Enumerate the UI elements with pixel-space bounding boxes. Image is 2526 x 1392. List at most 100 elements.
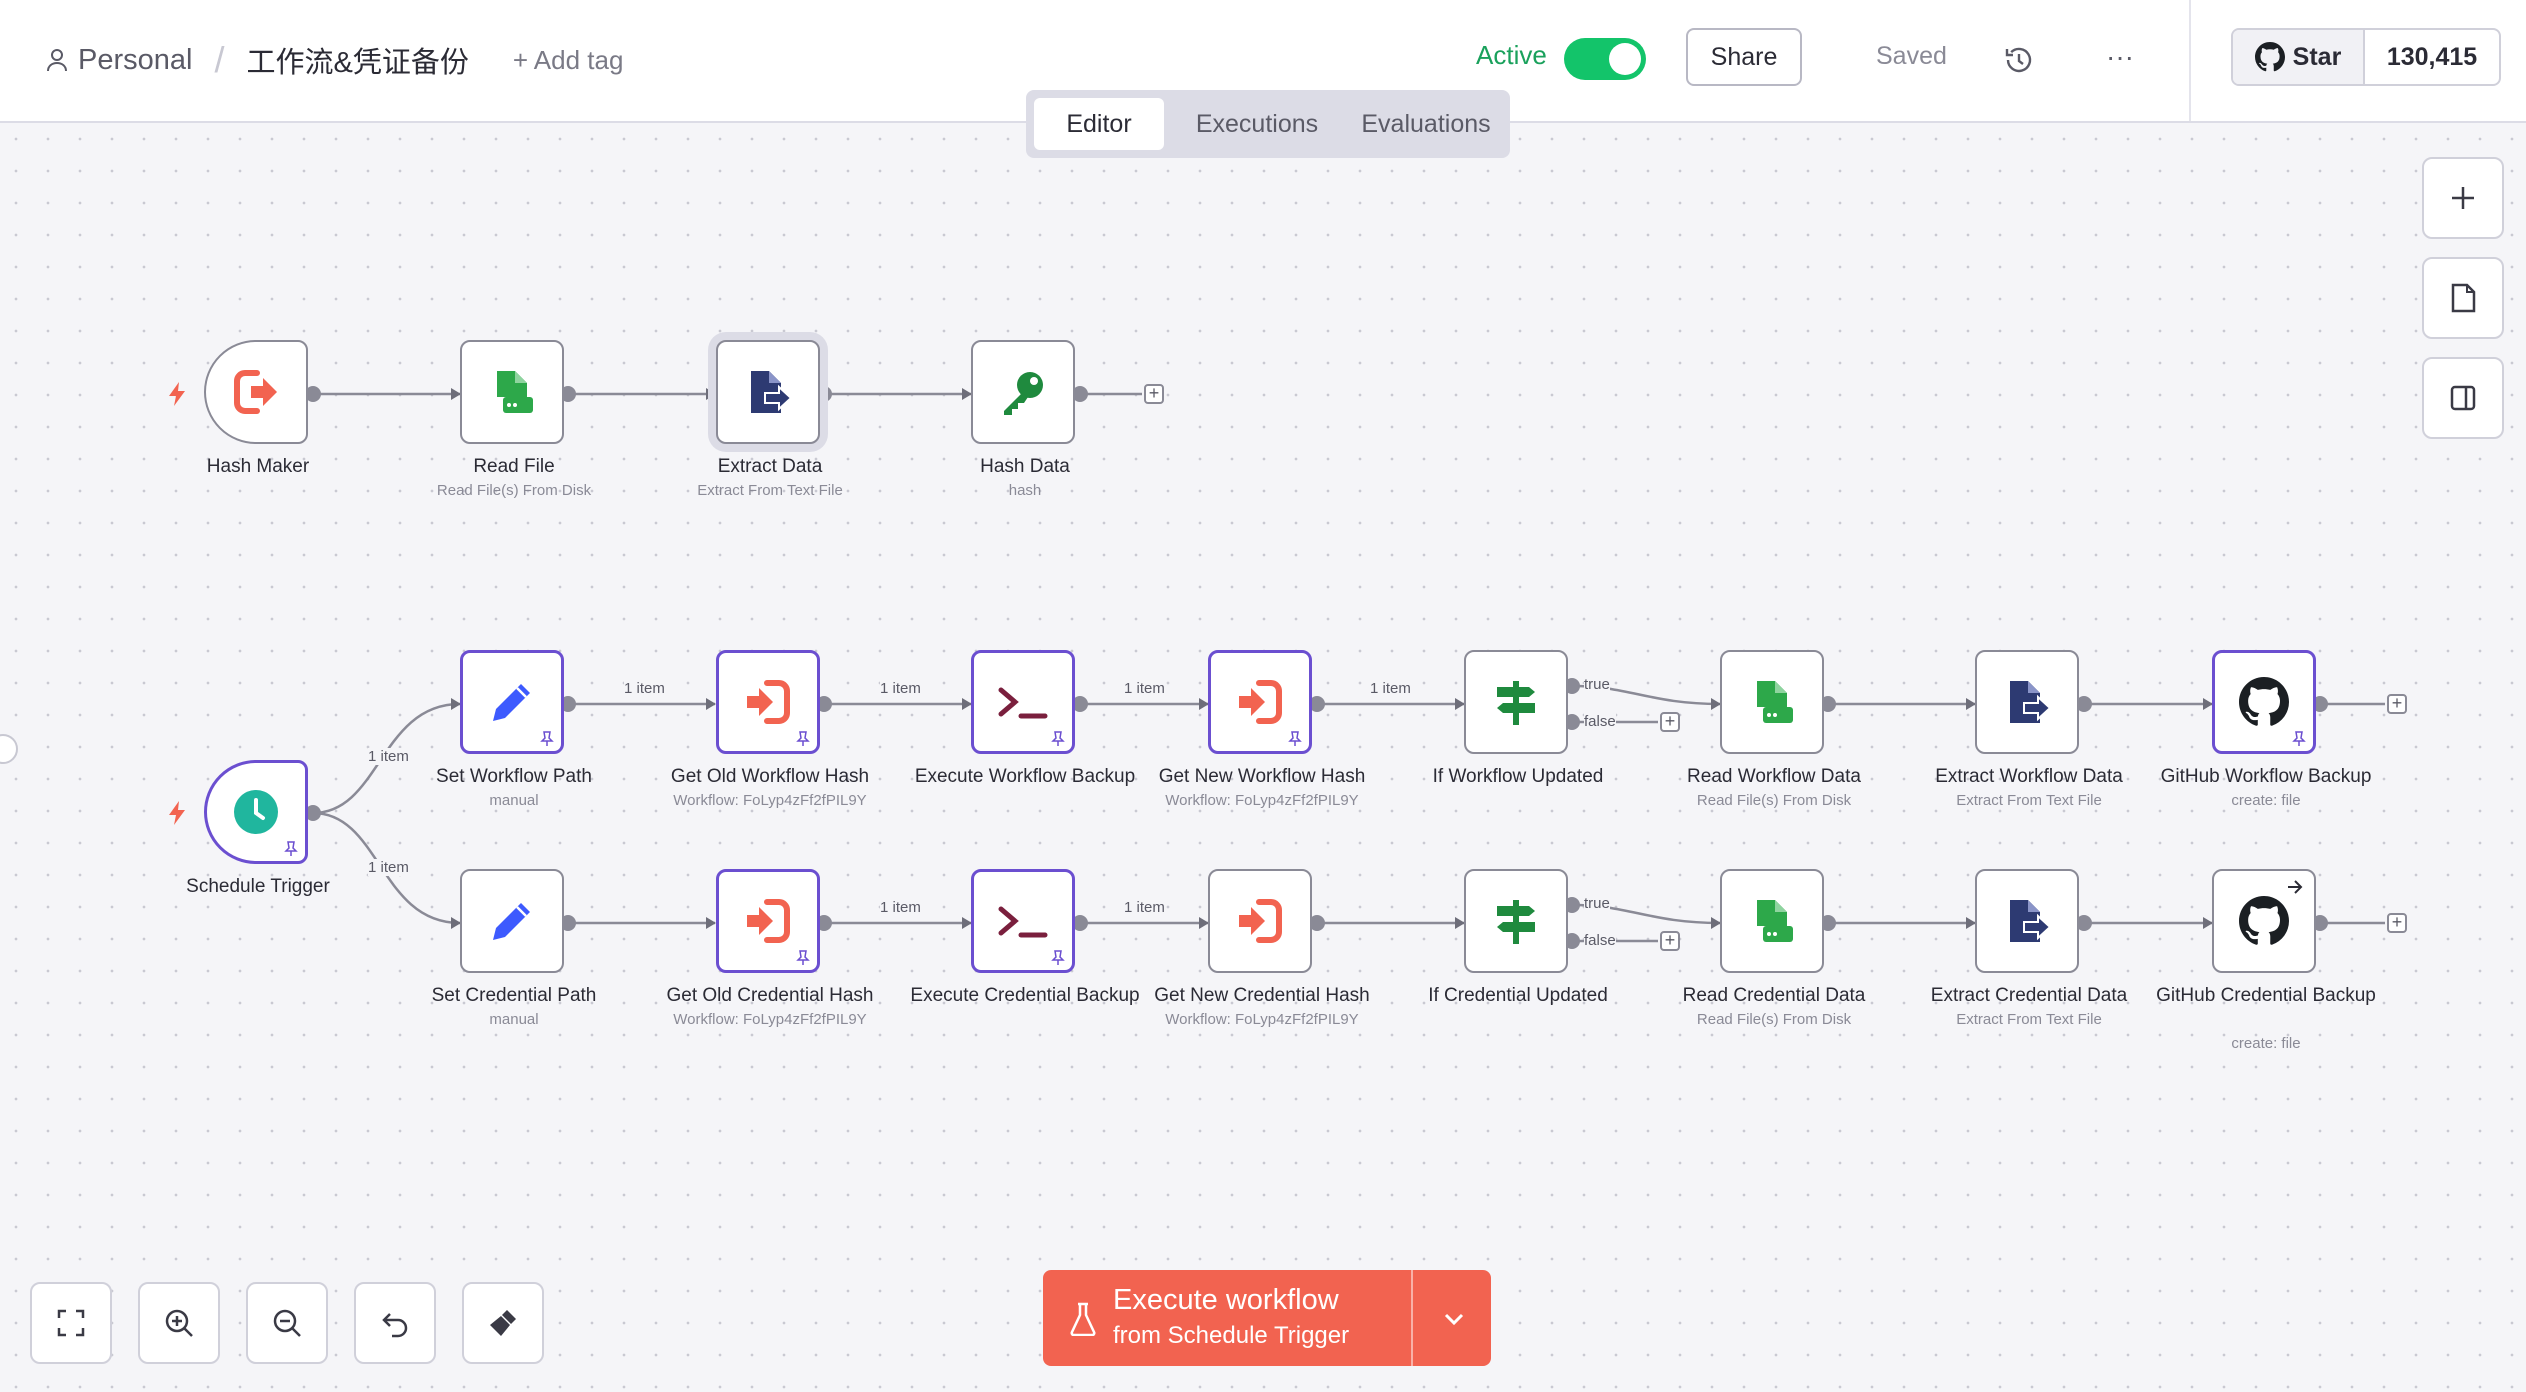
node-subtitle: Extract From Text File xyxy=(1956,1011,2102,1028)
pin-icon xyxy=(1051,731,1065,746)
tab-executions[interactable]: Executions xyxy=(1195,110,1319,138)
add-node-plus[interactable]: + xyxy=(1660,931,1680,951)
button-divider xyxy=(1411,1270,1413,1366)
star-label: Star xyxy=(2292,42,2342,71)
workflow-canvas[interactable] xyxy=(0,123,2526,1392)
breadcrumb-separator: / xyxy=(214,39,225,80)
node-read-workflow-data[interactable] xyxy=(1720,650,1824,754)
node-hash-data[interactable] xyxy=(971,340,1075,444)
node-github-credential-backup[interactable] xyxy=(2212,869,2316,973)
pin-icon xyxy=(284,841,298,856)
execute-workflow-icon xyxy=(747,680,790,724)
clear-execution-button[interactable] xyxy=(462,1282,544,1364)
node-read-file[interactable] xyxy=(460,340,564,444)
node-set-workflow-path[interactable] xyxy=(460,650,564,754)
node-label: Extract Credential Data xyxy=(1930,985,2128,1006)
node-subtitle: manual xyxy=(489,792,539,809)
edge-label: 1 item xyxy=(624,680,665,697)
node-extract-credential-data[interactable] xyxy=(1975,869,2079,973)
trigger-bolt-icon xyxy=(169,382,185,406)
node-label: GitHub Credential Backup xyxy=(2156,985,2376,1006)
execute-workflow-trigger-icon xyxy=(234,370,277,414)
edge-label: 1 item xyxy=(880,680,921,697)
node-execute-workflow-backup[interactable] xyxy=(971,650,1075,754)
zoom-in-icon xyxy=(165,1309,193,1337)
node-label: Get New Workflow Hash xyxy=(1158,766,1366,787)
share-button[interactable]: Share xyxy=(1686,28,1802,86)
node-if-workflow-updated[interactable] xyxy=(1464,650,1568,754)
edge-label: 1 item xyxy=(880,899,921,916)
node-execute-credential-backup[interactable] xyxy=(971,869,1075,973)
extract-file-icon xyxy=(2010,900,2052,942)
signpost-icon xyxy=(1497,900,1535,944)
github-icon xyxy=(2254,42,2285,72)
star-count: 130,415 xyxy=(2386,42,2478,71)
node-label: Read Credential Data xyxy=(1682,985,1866,1006)
node-schedule-trigger[interactable] xyxy=(204,760,308,864)
edge-label: 1 item xyxy=(1124,899,1165,916)
edge-label: 1 item xyxy=(368,748,409,765)
node-get-old-workflow-hash[interactable] xyxy=(716,650,820,754)
node-get-old-credential-hash[interactable] xyxy=(716,869,820,973)
pencil-icon xyxy=(493,903,530,940)
pin-icon xyxy=(2292,731,2306,746)
node-label: If Workflow Updated xyxy=(1432,766,1604,787)
node-subtitle: create: file xyxy=(2231,1035,2301,1052)
execute-workflow-button[interactable]: Execute workflow from Schedule Trigger xyxy=(1043,1270,1491,1366)
add-sticky-note-button[interactable] xyxy=(2422,257,2504,339)
fit-view-button[interactable] xyxy=(30,1282,112,1364)
node-subtitle: Read File(s) From Disk xyxy=(1696,792,1852,809)
node-hash-maker[interactable] xyxy=(204,340,308,444)
add-node-plus[interactable]: + xyxy=(1144,384,1164,404)
add-node-button[interactable] xyxy=(2422,157,2504,239)
node-extract-workflow-data[interactable] xyxy=(1975,650,2079,754)
node-label: Hash Data xyxy=(980,456,1070,477)
chevron-down-icon[interactable] xyxy=(1439,1304,1469,1334)
zoom-in-button[interactable] xyxy=(138,1282,220,1364)
node-github-workflow-backup[interactable] xyxy=(2212,650,2316,754)
node-subtitle: Workflow: FoLyp4zFf2fPIL9Y xyxy=(673,792,867,809)
add-node-plus[interactable]: + xyxy=(1660,712,1680,732)
node-label: Read Workflow Data xyxy=(1687,766,1861,787)
pencil-icon xyxy=(493,684,530,721)
toggle-panel-button[interactable] xyxy=(2422,357,2504,439)
node-subtitle: create: file xyxy=(2231,792,2301,809)
key-icon xyxy=(1004,372,1043,415)
node-label: Get Old Credential Hash xyxy=(666,985,874,1006)
add-tag-button[interactable]: + Add tag xyxy=(512,44,624,75)
node-get-new-workflow-hash[interactable] xyxy=(1208,650,1312,754)
node-label: Execute Workflow Backup xyxy=(914,766,1136,787)
add-node-plus[interactable]: + xyxy=(2387,694,2407,714)
tab-editor[interactable]: Editor xyxy=(1034,98,1164,150)
github-star-widget[interactable]: Star 130,415 xyxy=(2231,28,2501,86)
undo-button[interactable] xyxy=(354,1282,436,1364)
history-icon[interactable] xyxy=(1999,40,2039,80)
edge-label-true: true xyxy=(1584,676,1610,693)
more-options-icon[interactable]: ··· xyxy=(2106,41,2134,72)
node-get-new-credential-hash[interactable] xyxy=(1208,869,1312,973)
execute-workflow-icon xyxy=(1239,899,1282,943)
node-extract-data[interactable] xyxy=(716,340,820,444)
workflow-name[interactable]: 工作流&凭证备份 xyxy=(246,47,469,79)
zoom-out-button[interactable] xyxy=(246,1282,328,1364)
execute-sublabel: from Schedule Trigger xyxy=(1113,1322,1350,1349)
execute-workflow-icon xyxy=(747,899,790,943)
active-toggle[interactable] xyxy=(1564,38,1646,80)
node-subtitle: Workflow: FoLyp4zFf2fPIL9Y xyxy=(1165,1011,1359,1028)
sticky-note-icon xyxy=(2451,283,2476,313)
node-label: Extract Workflow Data xyxy=(1935,766,2123,787)
clock-icon xyxy=(234,790,278,834)
trigger-bolt-icon xyxy=(169,801,185,825)
node-set-credential-path[interactable] xyxy=(460,869,564,973)
breadcrumb-project[interactable]: Personal xyxy=(46,44,192,77)
tab-evaluations[interactable]: Evaluations xyxy=(1361,110,1491,138)
node-if-credential-updated[interactable] xyxy=(1464,869,1568,973)
node-label: Schedule Trigger xyxy=(186,876,330,897)
node-label: If Credential Updated xyxy=(1428,985,1608,1006)
node-subtitle: Workflow: FoLyp4zFf2fPIL9Y xyxy=(673,1011,867,1028)
node-read-credential-data[interactable] xyxy=(1720,869,1824,973)
add-node-plus[interactable]: + xyxy=(2387,913,2407,933)
star-button[interactable]: Star xyxy=(2233,30,2365,84)
edge-label-false: false xyxy=(1584,932,1616,949)
